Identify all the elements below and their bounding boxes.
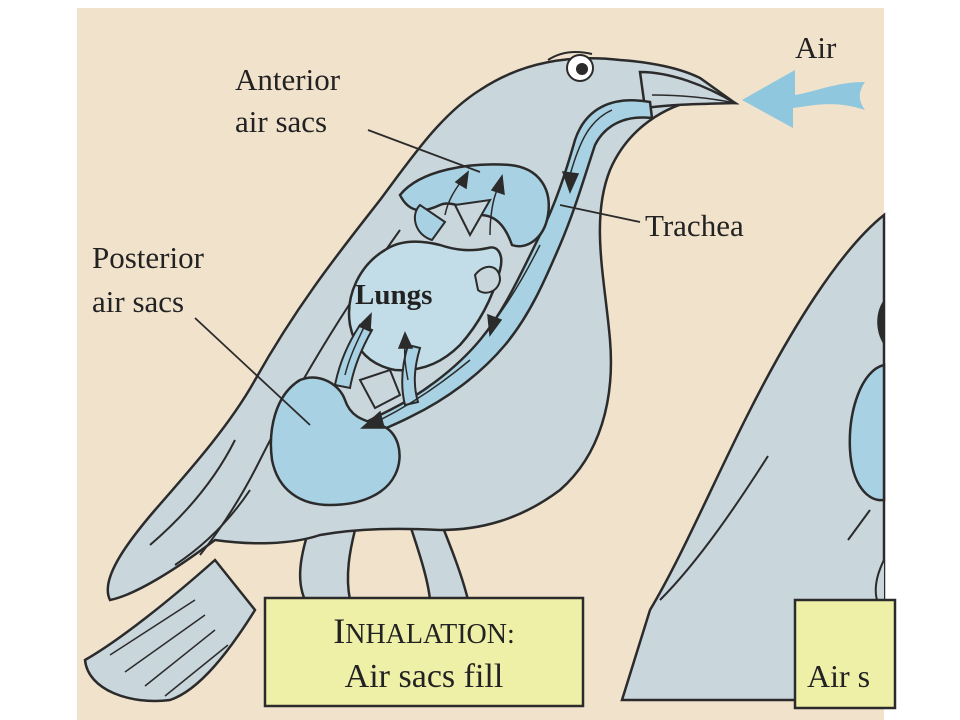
airflow-arrows: [344, 109, 613, 429]
main-bird: [83, 51, 865, 703]
arrow-trachea-3: [379, 359, 471, 421]
caption-title-rest: NHALATION:: [345, 619, 515, 650]
air-label: Air: [795, 30, 837, 65]
right-margin: [884, 0, 960, 720]
tail-feather-line: [164, 644, 229, 697]
second-caption-fragment: Air s: [807, 658, 870, 694]
anterior-label-line1: Anterior: [235, 62, 341, 97]
second-bird-feather-line: [847, 509, 871, 541]
posterior-leader-line: [194, 317, 311, 426]
caption-subtitle: Air sacs fill: [345, 658, 504, 695]
wing-feather: [174, 489, 251, 566]
caption-title: INHALATION:: [333, 611, 515, 651]
anterior-sac-lobe: [413, 203, 447, 242]
posterior-label-line1: Posterior: [92, 240, 205, 275]
tail-feathers: [83, 558, 257, 703]
arrow-trachea-2: [494, 244, 541, 321]
left-margin: [0, 0, 77, 720]
caption-title-initial: I: [333, 611, 345, 651]
trachea-label: Trachea: [645, 208, 744, 243]
beak-line: [651, 94, 736, 104]
second-bird-body: [620, 212, 886, 702]
bronchus-channel: [401, 343, 422, 407]
arrow-head: [490, 173, 505, 196]
arrow-head: [561, 171, 580, 195]
caption-background: [263, 596, 585, 708]
second-bird-air-sac: [848, 363, 886, 502]
arrow-head: [487, 313, 503, 338]
anterior-leader-line: [367, 129, 481, 173]
tail-feather-line: [109, 599, 196, 656]
arrow-trachea-1: [569, 109, 613, 176]
second-caption-box: [793, 598, 897, 710]
lungs-label: Lungs: [355, 279, 432, 311]
pupil: [576, 63, 588, 75]
posterior-air-sacs: [269, 376, 401, 507]
posterior-label-line2: air sacs: [92, 284, 184, 319]
arrow-head: [454, 170, 469, 190]
anterior-label-line2: air sacs: [235, 104, 327, 139]
arrow-lung-1: [344, 324, 366, 376]
trachea-leader-line: [559, 204, 641, 223]
brow: [547, 51, 593, 61]
wing-feather: [149, 439, 236, 546]
caption-box: INHALATION: Air sacs fill: [263, 596, 585, 708]
incoming-air-arrow: [742, 70, 865, 128]
second-bird-feather-line: [659, 455, 769, 601]
tail-feather-line: [144, 629, 216, 687]
lung-pocket: [473, 265, 502, 294]
second-bird: Air s: [620, 212, 897, 710]
lung-pocket: [358, 368, 402, 410]
lung-pocket: [453, 198, 492, 238]
arrow-head: [397, 331, 414, 349]
second-bird-dark-edge: [877, 300, 884, 345]
lungs-shape: [347, 240, 503, 372]
arrow-head: [360, 410, 385, 429]
arrow-head: [357, 312, 372, 333]
tail-feather-line: [124, 614, 206, 673]
